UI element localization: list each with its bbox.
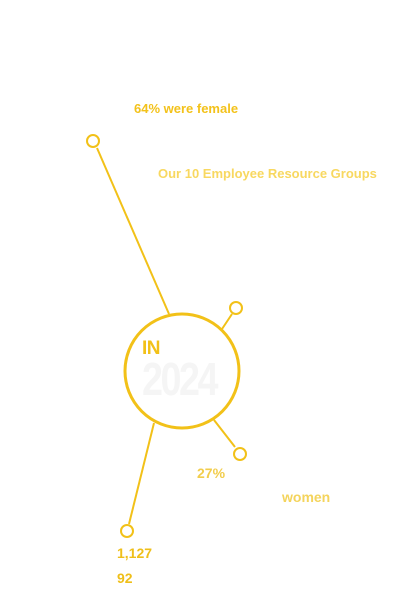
- count-label: 1,127: [117, 545, 153, 561]
- connector-line-bottom-left: [128, 422, 155, 525]
- women-label: women: [282, 489, 331, 505]
- node-bottom-left: [120, 524, 134, 538]
- center-ring: [123, 312, 241, 430]
- center-prefix: IN: [142, 338, 161, 359]
- connector-line-bottom-right: [213, 419, 236, 448]
- erg-label: Our 10 Employee Resource Groups: [158, 166, 377, 181]
- node-top-left: [86, 134, 100, 148]
- node-bottom-right: [233, 447, 247, 461]
- women-percent-label: 27%: [197, 465, 226, 481]
- connector-line-top-right: [221, 313, 233, 330]
- node-top-right: [229, 301, 243, 315]
- center-year: 2024: [142, 353, 219, 405]
- connector-line-top-left: [96, 147, 170, 315]
- ninety-two-label: 92: [117, 570, 133, 586]
- female-share-label: 64% were female: [134, 101, 239, 116]
